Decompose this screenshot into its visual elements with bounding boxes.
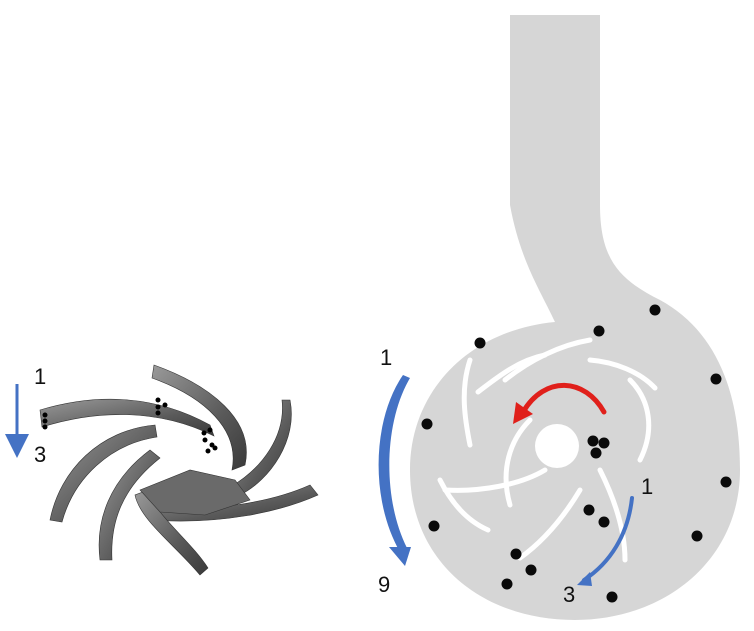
particle bbox=[162, 402, 168, 408]
impeller-label-top: 1 bbox=[34, 364, 46, 389]
impeller-eye bbox=[535, 424, 579, 468]
particle bbox=[510, 548, 522, 560]
particle bbox=[691, 530, 703, 542]
casing-particles bbox=[421, 304, 732, 603]
particle bbox=[42, 412, 48, 418]
particle bbox=[42, 418, 48, 424]
vane bbox=[502, 337, 593, 383]
particle bbox=[598, 516, 610, 528]
vane bbox=[597, 467, 628, 563]
particle bbox=[590, 447, 602, 459]
flow-arrow-right-head bbox=[577, 572, 592, 586]
impeller-label-bottom: 3 bbox=[34, 442, 46, 467]
impeller-blade bbox=[49, 424, 158, 523]
particle bbox=[428, 520, 440, 532]
particle bbox=[649, 304, 661, 316]
particle bbox=[474, 337, 486, 349]
impeller-3d: 1 3 bbox=[5, 364, 319, 576]
particle bbox=[583, 504, 595, 516]
particle bbox=[207, 427, 213, 433]
flow-arrow-left-head bbox=[389, 547, 411, 566]
flow-arrow-right bbox=[577, 496, 634, 586]
particle bbox=[155, 397, 161, 403]
vane bbox=[437, 477, 491, 533]
vane bbox=[587, 357, 658, 391]
particle bbox=[155, 404, 161, 410]
impeller-vanes-2d bbox=[437, 337, 658, 563]
rotation-arrow bbox=[513, 382, 607, 424]
vane bbox=[442, 467, 548, 493]
particle bbox=[421, 418, 433, 430]
flow-arrow-left bbox=[378, 375, 411, 566]
impeller-hub-plate bbox=[139, 469, 251, 516]
particle bbox=[212, 445, 218, 451]
particle bbox=[606, 591, 618, 603]
casing-label-right-bottom: 3 bbox=[563, 582, 575, 607]
particle bbox=[201, 430, 207, 436]
volute-casing: 1 9 1 3 bbox=[378, 15, 740, 620]
particle bbox=[501, 578, 513, 590]
casing-label-left-top: 1 bbox=[380, 345, 392, 370]
particle bbox=[598, 437, 610, 449]
particle bbox=[205, 448, 211, 454]
particle bbox=[587, 435, 599, 447]
vane bbox=[503, 417, 533, 508]
impeller-particles bbox=[42, 397, 218, 454]
casing-label-left-bottom: 9 bbox=[378, 572, 390, 597]
particle bbox=[710, 373, 722, 385]
vane bbox=[627, 377, 652, 463]
particle bbox=[593, 325, 605, 337]
casing-body bbox=[410, 15, 740, 620]
particle bbox=[720, 476, 732, 488]
casing-label-right-top: 1 bbox=[641, 474, 653, 499]
flow-arrow-left-shaft bbox=[378, 375, 410, 552]
vane bbox=[517, 487, 583, 561]
rotation-arrow-head bbox=[513, 402, 533, 424]
impeller-blade bbox=[39, 398, 215, 437]
impeller-blade bbox=[151, 364, 247, 471]
impeller-blade bbox=[98, 449, 161, 561]
flow-arrow-right-shaft bbox=[582, 496, 634, 582]
vane bbox=[461, 357, 473, 448]
particle bbox=[155, 410, 161, 416]
particle bbox=[202, 437, 208, 443]
particle bbox=[42, 424, 48, 430]
rotation-arrow-shaft bbox=[520, 382, 607, 415]
particle bbox=[525, 564, 537, 576]
